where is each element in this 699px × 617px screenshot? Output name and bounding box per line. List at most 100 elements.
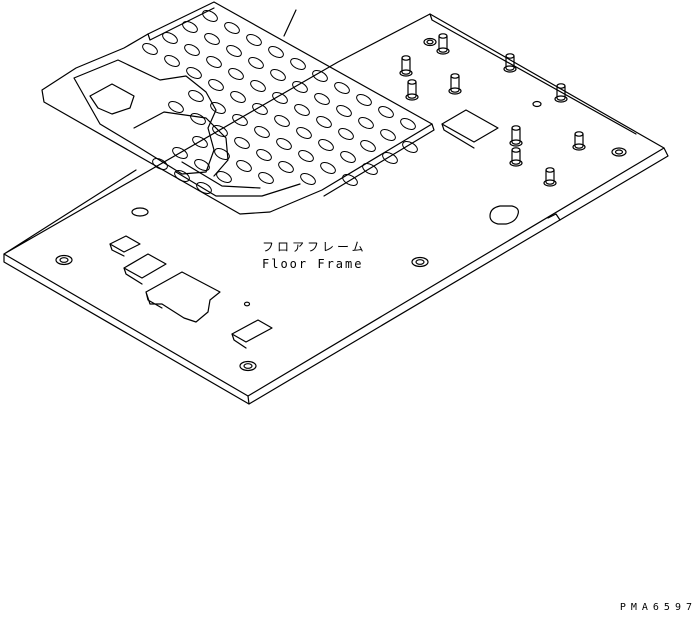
standoff-stud <box>399 55 413 77</box>
mat-hole <box>186 67 202 79</box>
mat-hole <box>356 94 372 106</box>
boss-1 <box>55 254 73 266</box>
standoff-stud <box>503 53 517 73</box>
mat-hole <box>314 93 330 105</box>
mat-hole <box>298 150 314 162</box>
mat-hole <box>230 91 246 103</box>
mat-hole <box>278 161 294 173</box>
mat-hole <box>316 116 332 128</box>
mat-hole <box>400 118 416 130</box>
mat-hole <box>360 140 376 152</box>
mat-hole <box>232 114 248 126</box>
mat-hole <box>252 103 268 115</box>
plate-openings <box>109 100 542 349</box>
mat-hole <box>216 171 232 183</box>
mat-hole <box>188 90 204 102</box>
mat-hole <box>192 136 208 148</box>
mat-hole <box>340 151 356 163</box>
mat-hole <box>226 45 242 57</box>
standoff-studs <box>399 33 586 187</box>
large-opening <box>145 271 221 323</box>
mat-hole <box>214 148 230 160</box>
mat-hole <box>174 170 190 182</box>
mat-hole <box>358 117 374 129</box>
standoff-stud <box>509 147 523 167</box>
mat-hole <box>184 44 200 56</box>
mat-hole <box>250 80 266 92</box>
standoff-stud <box>572 131 586 151</box>
mat-hole <box>258 172 274 184</box>
mat-hole <box>202 10 218 22</box>
rect-opening-2 <box>123 253 167 285</box>
standoff-stud <box>405 79 419 101</box>
mat-hole <box>248 57 264 69</box>
mounting-bosses <box>55 37 627 372</box>
part-name-japanese: フロアフレーム <box>262 240 367 254</box>
mat-hole <box>272 92 288 104</box>
mat-hole <box>382 152 398 164</box>
square-opening-right <box>441 109 499 149</box>
mat-hole <box>206 56 222 68</box>
slot-opening <box>489 205 519 225</box>
rect-opening-1 <box>109 235 141 257</box>
mat-hole <box>208 79 224 91</box>
mat-hole <box>312 70 328 82</box>
boss-2 <box>411 256 429 268</box>
mat-hole <box>256 149 272 161</box>
mat-hole <box>380 129 396 141</box>
leader-line <box>283 9 297 37</box>
mat-hole <box>270 69 286 81</box>
mat-hole <box>196 182 212 194</box>
standoff-stud <box>543 167 557 187</box>
mat-hole <box>204 33 220 45</box>
mat-hole <box>296 127 312 139</box>
mat-hole <box>334 82 350 94</box>
standoff-stud <box>509 125 523 147</box>
mat-hole <box>194 159 210 171</box>
boss-5 <box>423 37 437 47</box>
boss-4 <box>611 147 627 157</box>
mat-hole <box>318 139 334 151</box>
mat-hole <box>276 138 292 150</box>
small-hole <box>243 301 251 307</box>
standoff-stud <box>436 33 450 55</box>
standoff-stud <box>554 83 568 103</box>
mat-oval-holes <box>142 10 418 194</box>
mat-hole <box>336 105 352 117</box>
mat-hole <box>254 126 270 138</box>
mat-hole <box>362 163 378 175</box>
mat-hole <box>402 141 418 153</box>
mat-hole <box>168 101 184 113</box>
round-hole-1 <box>131 207 149 217</box>
floor-frame-plate <box>3 13 669 405</box>
standoff-stud <box>448 73 462 95</box>
mat-hole <box>182 21 198 33</box>
rect-opening-3 <box>231 319 273 349</box>
mat-hole <box>300 173 316 185</box>
mat-hole <box>290 58 306 70</box>
mat-hole <box>152 158 168 170</box>
mat-hole <box>378 106 394 118</box>
mat-hole <box>274 115 290 127</box>
mat-hole <box>210 102 226 114</box>
mat-hole <box>212 125 228 137</box>
mat-hole <box>338 128 354 140</box>
mat-hole <box>294 104 310 116</box>
part-name-english: Floor Frame <box>262 257 364 271</box>
mat-hole <box>320 162 336 174</box>
mat-hole <box>342 174 358 186</box>
mat-hole <box>268 46 284 58</box>
mat-hole <box>164 55 180 67</box>
mat-hole <box>190 113 206 125</box>
mat-hole <box>236 160 252 172</box>
mat-hole <box>142 43 158 55</box>
mat-hole <box>234 137 250 149</box>
mat-hole <box>292 81 308 93</box>
boss-3 <box>239 360 257 372</box>
small-hole-2 <box>532 100 542 108</box>
drawing-code: PMA6597 <box>619 602 697 613</box>
mat-hole <box>228 68 244 80</box>
floor-mat <box>41 1 435 215</box>
mat-hole <box>224 22 240 34</box>
